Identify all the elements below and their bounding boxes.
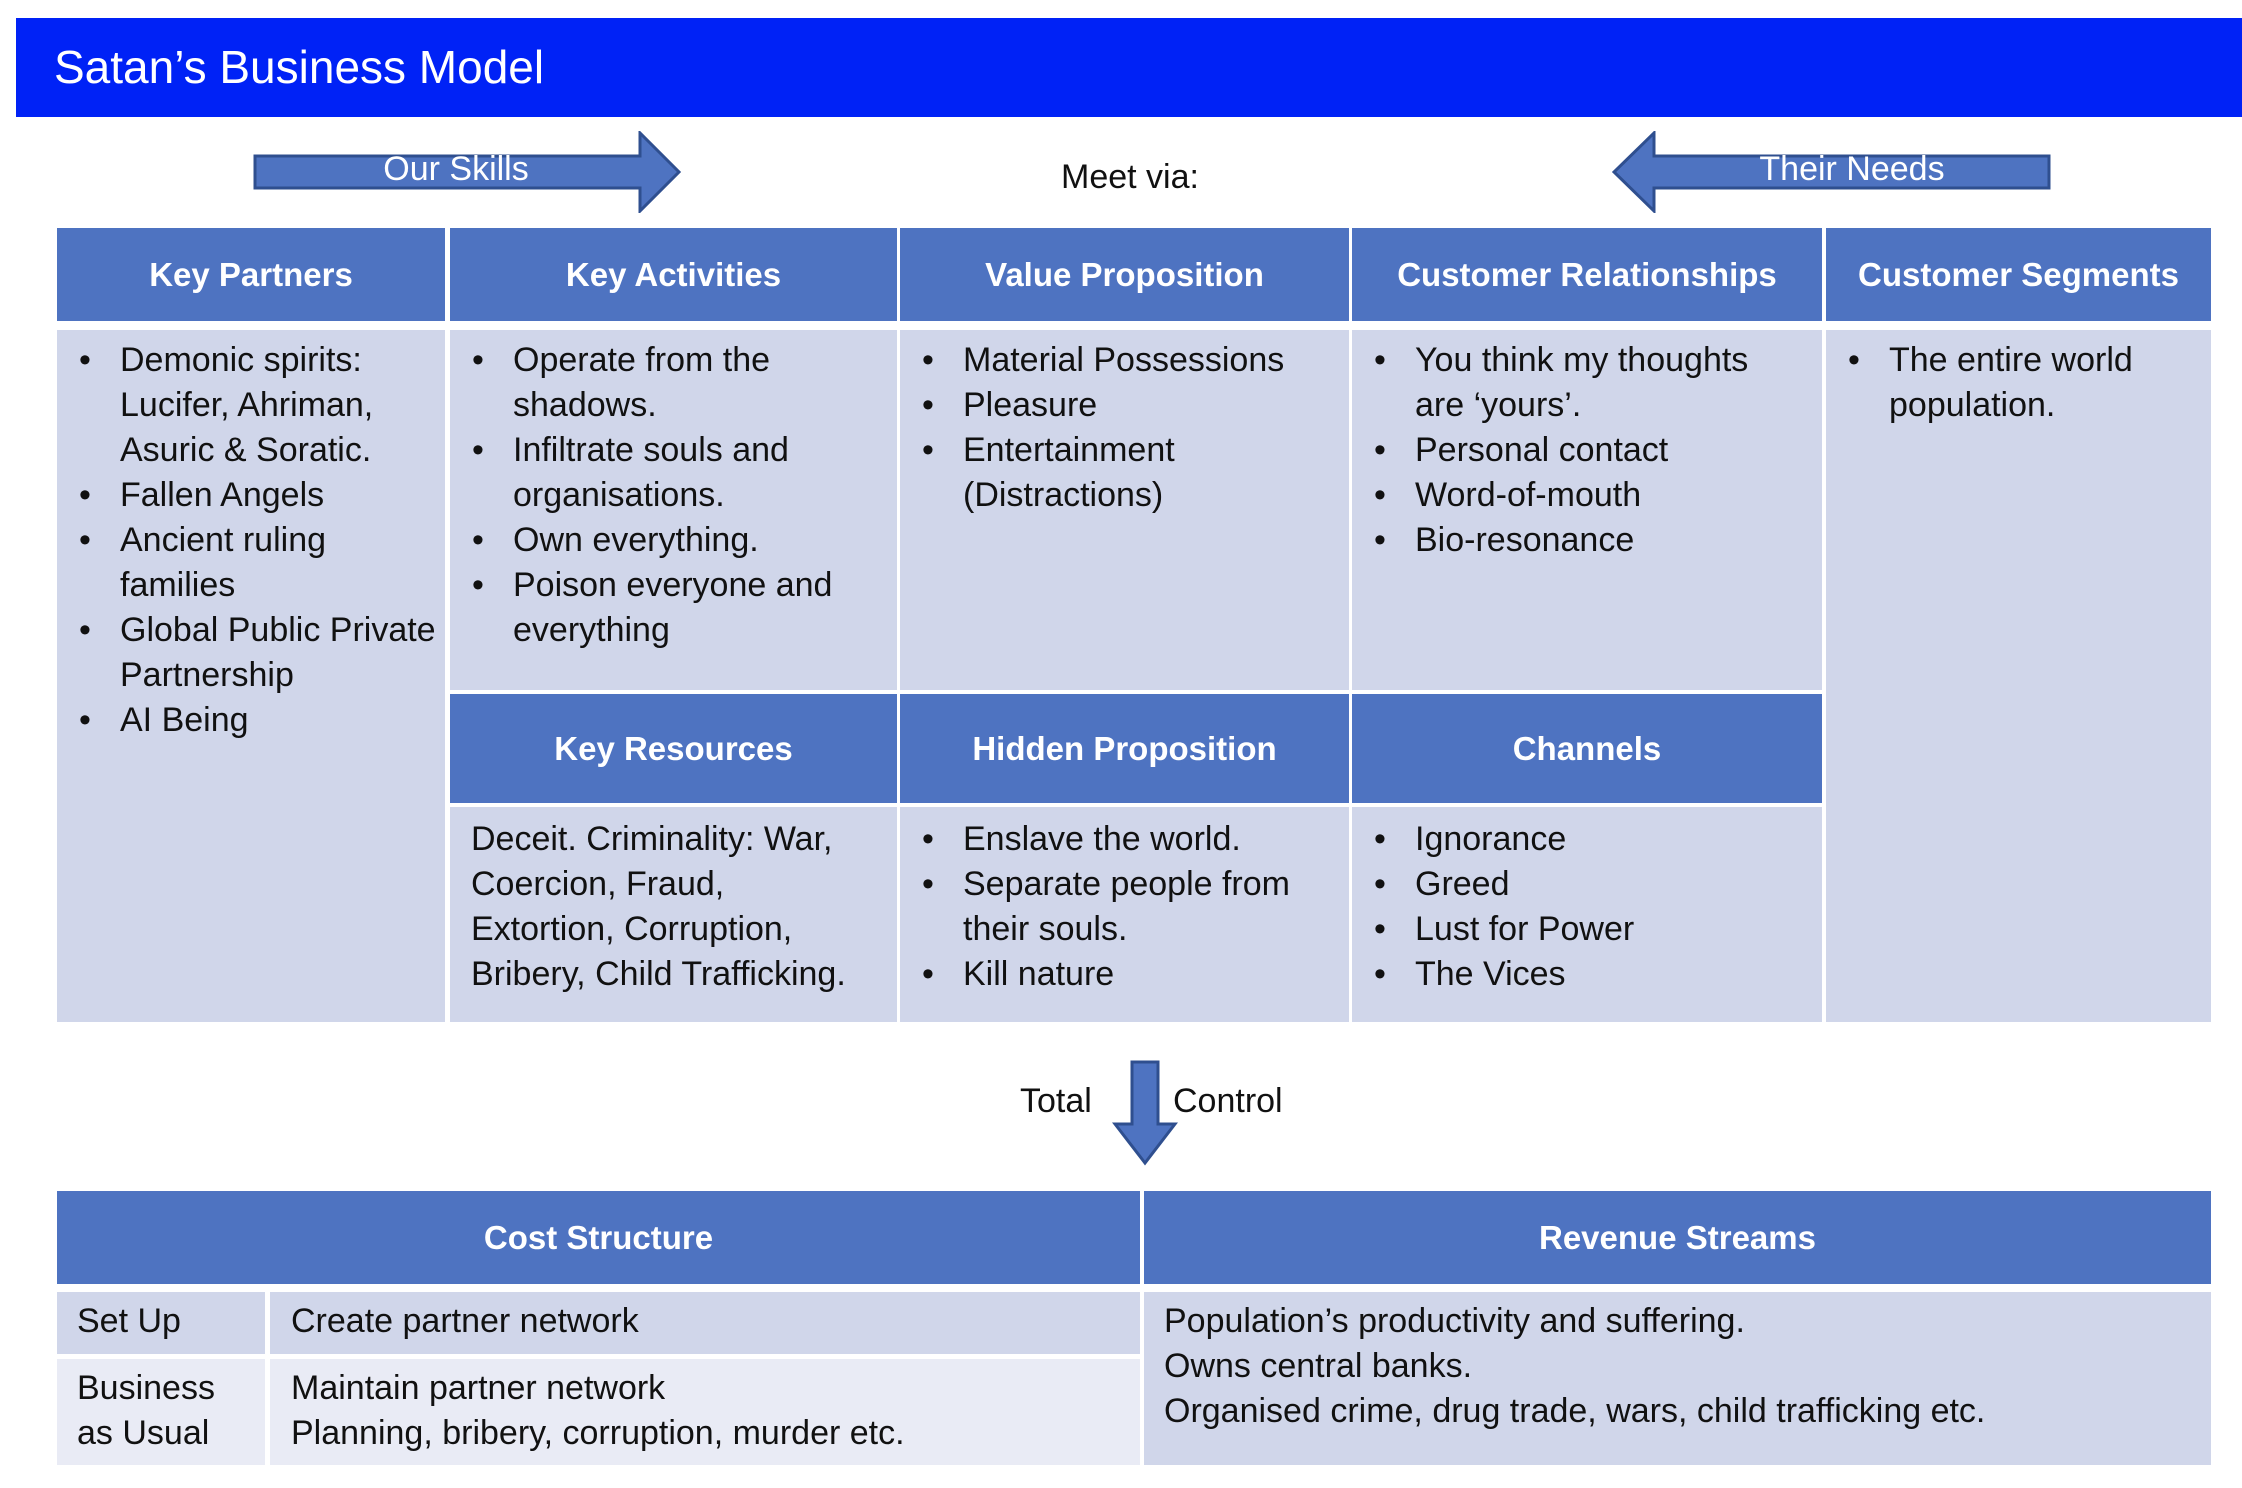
customer-relationships-header: Customer Relationships [1352,228,1822,321]
list-item: Personal contact [1352,428,1802,473]
list-item: Lust for Power [1352,907,1822,952]
meet-via-label: Meet via: [1061,158,1199,196]
cost-line: Planning, bribery, corruption, murder et… [291,1414,905,1452]
list-item: Greed [1352,862,1822,907]
list-item: Entertainment (Distractions) [900,428,1193,518]
hidden-proposition-header: Hidden Proposition [900,694,1349,803]
total-label: Total [1020,1082,1092,1120]
customer-segments-list: The entire world population. [1826,338,2191,428]
cost-line: Maintain partner network [291,1369,666,1407]
key-partners-cell: Demonic spirits: Lucifer, Ahriman, Asuri… [57,330,445,1022]
list-item: Bio-resonance [1352,518,1802,563]
title-bar: Satan’s Business Model [16,18,2242,117]
cost-line: Create partner network [291,1302,639,1340]
list-item: Ignorance [1352,817,1822,862]
key-activities-header: Key Activities [450,228,897,321]
value-proposition-header: Value Proposition [900,228,1349,321]
our-skills-label: Our Skills [383,150,529,188]
key-partners-list: Demonic spirits: Lucifer, Ahriman, Asuri… [57,338,445,743]
key-activities-cell: Operate from the shadows. Infiltrate sou… [450,330,897,690]
key-resources-text: Deceit. Criminality: War, Coercion, Frau… [471,820,846,993]
customer-relationships-cell: You think my thoughts are ‘yours’. Perso… [1352,330,1822,690]
control-label: Control [1173,1082,1283,1120]
cost-structure-header: Cost Structure [57,1191,1140,1284]
channels-cell: Ignorance Greed Lust for Power The Vices [1352,807,1822,1022]
list-item: Material Possessions [900,338,1329,383]
hidden-proposition-list: Enslave the world. Separate people from … [900,817,1329,997]
revenue-line: Organised crime, drug trade, wars, child… [1164,1392,1986,1430]
list-item: Pleasure [900,383,1329,428]
list-item: Poison everyone and everything [450,563,877,653]
cost-label-business: Business as Usual [77,1369,215,1452]
cost-row-business [57,1359,1140,1465]
cost-row-divider [57,1354,1140,1359]
revenue-line: Population’s productivity and suffering. [1164,1302,1745,1340]
customer-segments-cell: The entire world population. [1826,330,2211,1022]
total-control-arrow [1111,1060,1179,1166]
key-activities-list: Operate from the shadows. Infiltrate sou… [450,338,877,653]
cost-column-divider [265,1292,270,1465]
list-item: Operate from the shadows. [450,338,877,428]
list-item: The Vices [1352,952,1822,997]
list-item: Kill nature [900,952,1329,997]
cost-label-setup: Set Up [77,1302,181,1340]
customer-relationships-list: You think my thoughts are ‘yours’. Perso… [1352,338,1802,563]
channels-header: Channels [1352,694,1822,803]
list-item: AI Being [57,698,445,743]
list-item: Separate people from their souls. [900,862,1329,952]
revenue-streams-cell [1144,1292,2211,1465]
list-item: Demonic spirits: Lucifer, Ahriman, Asuri… [57,338,445,473]
customer-segments-header: Customer Segments [1826,228,2211,321]
hidden-proposition-cell: Enslave the world. Separate people from … [900,807,1349,1022]
list-item: Fallen Angels [57,473,445,518]
list-item: Own everything. [450,518,877,563]
cost-value-business: Maintain partner network Planning, bribe… [291,1366,1131,1456]
right-arrow-icon [253,131,682,213]
key-partners-header: Key Partners [57,228,445,321]
revenue-line: Owns central banks. [1164,1347,1473,1385]
list-item: Enslave the world. [900,817,1329,862]
list-item: Ancient ruling families [57,518,445,608]
list-item: The entire world population. [1826,338,2191,428]
channels-list: Ignorance Greed Lust for Power The Vices [1352,817,1822,997]
revenue-streams-header: Revenue Streams [1144,1191,2211,1284]
page-title: Satan’s Business Model [54,41,545,93]
their-needs-label: Their Needs [1759,150,1945,188]
value-proposition-list: Material Possessions Pleasure Entertainm… [900,338,1329,518]
list-item: Word-of-mouth [1352,473,1802,518]
down-arrow-icon [1111,1060,1179,1166]
list-item: You think my thoughts are ‘yours’. [1352,338,1785,428]
value-proposition-cell: Material Possessions Pleasure Entertainm… [900,330,1349,690]
cost-value-setup: Create partner network [291,1299,1131,1344]
our-skills-arrow: Our Skills [253,131,683,213]
their-needs-arrow: Their Needs [1612,131,2052,213]
revenue-streams-text: Population’s productivity and suffering.… [1164,1299,2204,1434]
list-item: Global Public Private Partnership [57,608,445,698]
key-resources-cell: Deceit. Criminality: War, Coercion, Frau… [450,807,897,1022]
cost-row-setup [57,1292,1140,1355]
key-resources-header: Key Resources [450,694,897,803]
list-item: Infiltrate souls and organisations. [450,428,877,518]
left-arrow-icon [1612,131,2051,213]
